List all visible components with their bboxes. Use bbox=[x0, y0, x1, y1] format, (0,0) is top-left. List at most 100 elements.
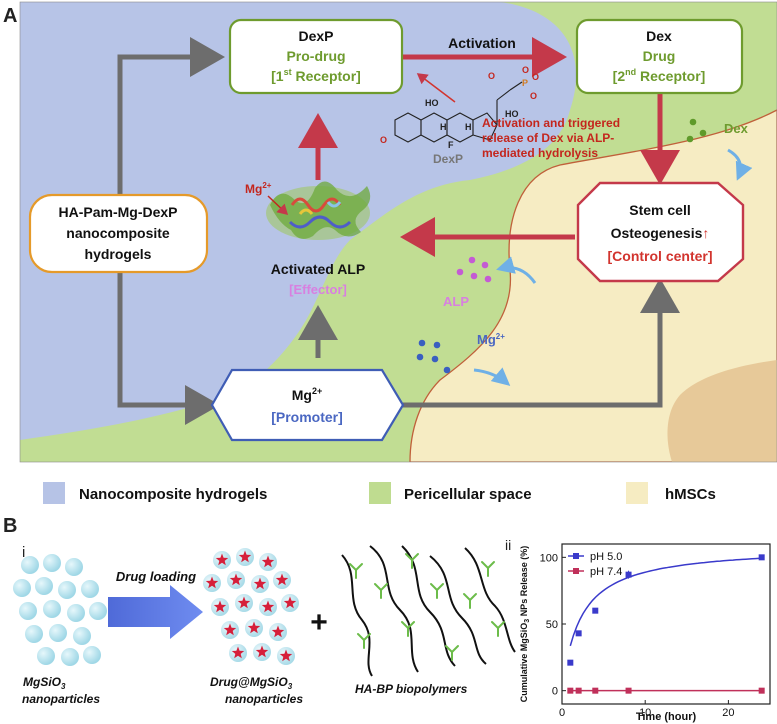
mgsio3-caption-line-2: nanoparticles bbox=[22, 692, 100, 706]
x-tick-label: 20 bbox=[722, 707, 734, 719]
mg-pointer bbox=[267, 195, 289, 216]
legend-label-pericellular: Pericellular space bbox=[404, 486, 532, 503]
legend-label-hmsc: hMSCs bbox=[665, 486, 716, 503]
drug-star-icon bbox=[238, 550, 252, 563]
gray-arrows bbox=[117, 37, 680, 425]
dex-flow-arrow bbox=[727, 148, 753, 181]
panel-a: A DexP Pro-drug [1st Receptor] Dex D bbox=[3, 1, 777, 463]
alp-flow-arrow bbox=[496, 256, 537, 284]
mgsio3-caption-line-1: MgSiO3 bbox=[23, 675, 66, 691]
hydrogel-line-1: HA-Pam-Mg-DexP bbox=[58, 204, 177, 220]
dexp-role: [1st Receptor] bbox=[271, 67, 361, 84]
mgsio3-nanoparticles-icon bbox=[13, 554, 107, 666]
atom-ho-1: HO bbox=[425, 98, 439, 108]
panel-b-sub-ii: ii bbox=[505, 537, 511, 553]
habp-caption: HA-BP biopolymers bbox=[355, 682, 468, 696]
stem-line-2: Osteogenesis↑ bbox=[611, 225, 710, 241]
dexp-molecule-icon bbox=[394, 81, 523, 143]
arrow-mg-to-stemcell bbox=[403, 278, 680, 408]
legend-swatch-hydrogel bbox=[43, 482, 65, 504]
drug-star-icon bbox=[283, 596, 297, 609]
point-ph74 bbox=[625, 687, 632, 694]
panel-a-label: A bbox=[3, 5, 17, 27]
drug-star-icon bbox=[223, 623, 237, 636]
mg-flow-arrow bbox=[473, 367, 511, 386]
legend-marker-ph5 bbox=[573, 553, 579, 559]
mg-particle-label: Mg2+ bbox=[477, 332, 505, 347]
mg-label-near-alp: Mg2+ bbox=[245, 181, 272, 196]
point-ph5 bbox=[592, 607, 599, 614]
y-tick-label: 100 bbox=[540, 552, 558, 564]
atom-o-ketone: O bbox=[380, 135, 387, 145]
point-ph74 bbox=[758, 687, 765, 694]
mg-particles bbox=[416, 339, 451, 374]
y-tick-label: 0 bbox=[552, 686, 558, 698]
chart-legend: pH 5.0 pH 7.4 bbox=[568, 551, 622, 578]
panel-b-sub-i: i bbox=[22, 544, 25, 561]
atom-p: P bbox=[522, 78, 528, 88]
point-ph5 bbox=[758, 554, 765, 561]
y-tick-label: 50 bbox=[546, 619, 558, 631]
atom-o-4: O bbox=[530, 91, 537, 101]
activation-annotation: Activation and triggered release of Dex … bbox=[482, 116, 620, 160]
x-tick-label: 10 bbox=[639, 707, 651, 719]
legend: Nanocomposite hydrogels Pericellular spa… bbox=[43, 482, 716, 504]
legend-label-ph74: pH 7.4 bbox=[590, 566, 622, 578]
atom-f: F bbox=[448, 140, 454, 150]
drug-star-icon bbox=[261, 600, 275, 613]
drug-star-icon bbox=[213, 600, 227, 613]
stem-line-3: [Control center] bbox=[608, 248, 713, 264]
mg-role: [Promoter] bbox=[271, 409, 343, 425]
red-arrows bbox=[298, 37, 680, 257]
legend-swatch-hmsc bbox=[626, 482, 648, 504]
point-ph5 bbox=[625, 571, 632, 578]
panel-b-label: B bbox=[3, 515, 17, 537]
point-ph74 bbox=[567, 687, 574, 694]
stem-cell-box: Stem cell Osteogenesis↑ [Control center] bbox=[576, 181, 745, 283]
mg-box: Mg2+ [Promoter] bbox=[210, 368, 405, 442]
activated-alp-label: Activated ALP bbox=[271, 261, 365, 277]
dex-role: [2nd Receptor] bbox=[613, 67, 706, 84]
release-chart: Cumulative MgSiO3 NPs Release (%) Time (… bbox=[519, 543, 771, 723]
point-ph5 bbox=[567, 659, 574, 666]
atom-o-1: O bbox=[488, 71, 495, 81]
chart-ticks: 0 10 20 0 50 100 bbox=[540, 552, 735, 719]
chart-ylabel: Cumulative MgSiO3 NPs Release (%) bbox=[519, 546, 531, 702]
atom-o-2: O bbox=[532, 72, 539, 82]
atom-h-2: H bbox=[465, 122, 472, 132]
dexp-subtitle: Pro-drug bbox=[286, 48, 345, 64]
dex-particle-label: Dex bbox=[724, 121, 749, 136]
effector-label: [Effector] bbox=[289, 282, 347, 297]
arrow-hydrogel-to-mg bbox=[117, 272, 220, 425]
drug-star-icon bbox=[271, 625, 285, 638]
atom-o-3: O bbox=[522, 65, 529, 75]
drug-star-icon bbox=[205, 576, 219, 589]
hmsc-nucleus bbox=[667, 360, 777, 462]
mg-title: Mg2+ bbox=[292, 386, 322, 403]
drug-caption-line-1: Drug@MgSiO3 bbox=[210, 675, 293, 691]
hydrogel-line-3: hydrogels bbox=[85, 246, 152, 262]
drug-nanoparticles-icon bbox=[203, 548, 299, 665]
drug-star-icon bbox=[247, 621, 261, 634]
dexp-molecule-atoms: O HO HO O P O O O F H H bbox=[380, 65, 539, 150]
drug-loading-label: Drug loading bbox=[116, 569, 196, 584]
drug-star-icon bbox=[253, 577, 267, 590]
dexp-box: DexP Pro-drug [1st Receptor] bbox=[228, 18, 404, 95]
chart-marks bbox=[567, 554, 765, 694]
chart-frame bbox=[561, 543, 771, 705]
alp-particles bbox=[456, 256, 492, 283]
annotation-line-3: mediated hydrolysis bbox=[482, 146, 598, 160]
hydrogel-line-2: nanocomposite bbox=[66, 225, 170, 241]
alp-protein-icon bbox=[266, 181, 371, 240]
series-ph5-curve bbox=[569, 557, 762, 647]
dexp-molecule-label: DexP bbox=[433, 152, 463, 166]
arrow-hydrogel-to-dexp bbox=[117, 37, 225, 195]
atom-h-1: H bbox=[440, 122, 447, 132]
x-tick-label: 0 bbox=[559, 707, 565, 719]
panel-a-border bbox=[19, 1, 777, 463]
drug-star-icon bbox=[215, 553, 229, 566]
drug-star-icon bbox=[279, 649, 293, 662]
ha-bp-biopolymers-icon bbox=[341, 545, 516, 677]
legend-marker-ph74 bbox=[573, 568, 579, 574]
point-ph5 bbox=[575, 630, 582, 637]
